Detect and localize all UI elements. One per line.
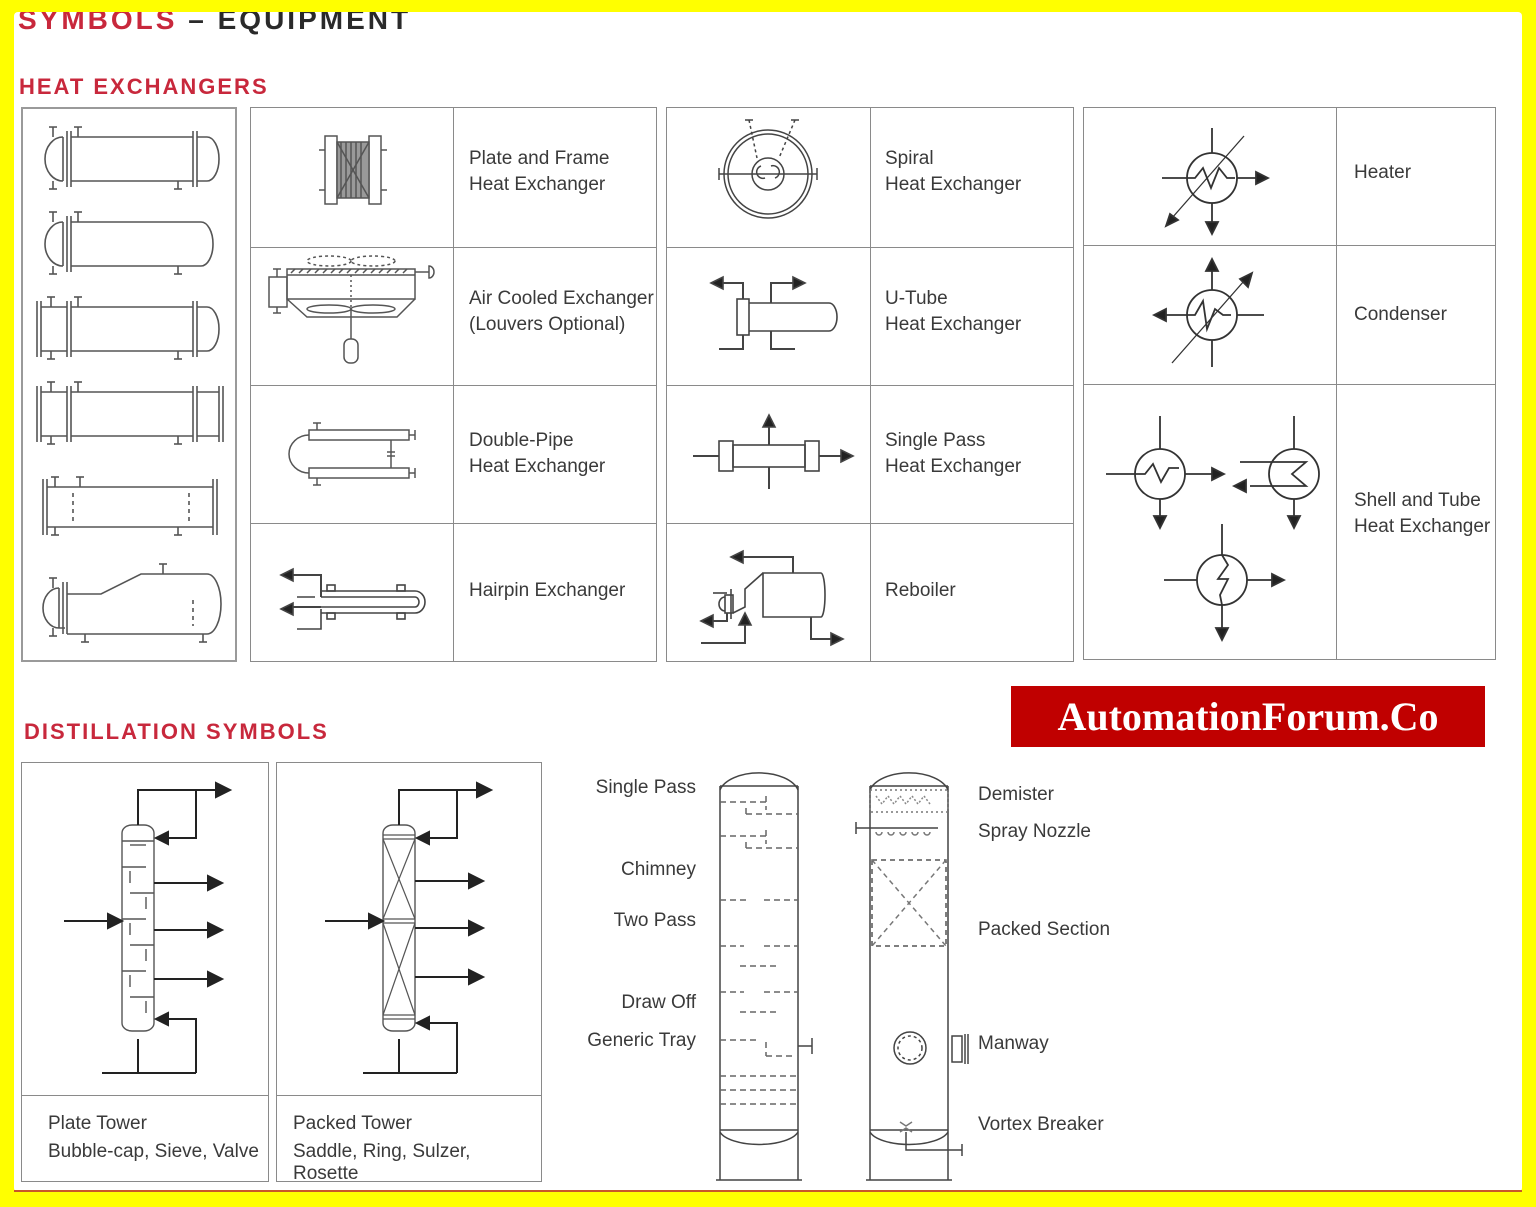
heat-exchanger-grid-b: Spiral Heat Exchanger U-Tube Heat Exchan…: [666, 107, 1074, 662]
tray-label-two-pass: Two Pass: [613, 910, 696, 931]
tray-label-single-pass: Single Pass: [595, 777, 696, 798]
u-tube-exchanger-icon: [709, 275, 838, 350]
hairpin-label: Hairpin Exchanger: [469, 580, 626, 601]
spiral-label: Spiral Heat Exchanger: [885, 148, 1022, 195]
u-tube-label: U-Tube Heat Exchanger: [885, 288, 1022, 335]
heat-exchanger-grid-c: Heater Condenser Shell and Tube Heat Exc…: [1083, 107, 1496, 660]
title-suffix: EQUIPMENT: [217, 12, 412, 35]
heat-exchanger-grid-a: Plate and Frame Heat Exchanger Air Coole…: [250, 107, 657, 662]
shell-tube-variants-icon: [36, 126, 224, 643]
plate-tower-panel: Plate Tower Bubble-cap, Sieve, Valve: [21, 762, 269, 1182]
reboiler-label: Reboiler: [885, 580, 956, 601]
symbol-sheet: SYMBOLS – EQUIPMENT HEAT EXCHANGERS: [14, 12, 1522, 1192]
column-internals-icon: [855, 772, 969, 1181]
air-cooled-exchanger-icon: [268, 255, 435, 364]
internals-label-manway: Manway: [978, 1033, 1049, 1054]
tray-label-chimney: Chimney: [621, 859, 696, 880]
page-title: SYMBOLS – EQUIPMENT: [18, 12, 411, 36]
title-dash: –: [177, 12, 218, 35]
condenser-label: Condenser: [1354, 304, 1447, 325]
packed-tower-icon: [325, 781, 494, 1074]
internals-label-vortex-breaker: Vortex Breaker: [978, 1114, 1104, 1135]
internals-label-demister: Demister: [978, 784, 1055, 805]
tray-column-icon: [716, 772, 813, 1181]
brand-watermark: AutomationForum.Co: [1011, 686, 1485, 747]
reboiler-icon: [699, 549, 845, 647]
plate-frame-exchanger-icon: [319, 135, 387, 205]
condenser-icon: [1151, 256, 1264, 367]
double-pipe-label: Double-Pipe Heat Exchanger: [469, 430, 606, 477]
spiral-exchanger-icon: [718, 119, 818, 219]
hairpin-exchanger-icon: [279, 567, 426, 630]
shell-tube-exchanger-icon: [1106, 416, 1320, 643]
air-cooled-label: Air Cooled Exchanger (Louvers Optional): [469, 288, 654, 335]
packed-tower-name: Packed Tower: [293, 1113, 412, 1134]
heater-label: Heater: [1354, 162, 1412, 183]
bottom-rule: [14, 1190, 1522, 1192]
title-prefix: SYMBOLS: [18, 12, 178, 35]
packed-tower-panel: Packed Tower Saddle, Ring, Sulzer, Roset…: [276, 762, 542, 1184]
distillation-heading: DISTILLATION SYMBOLS: [24, 719, 329, 744]
shell-tube-label: Shell and Tube Heat Exchanger: [1354, 490, 1491, 537]
internals-label-spray-nozzle: Spray Nozzle: [978, 821, 1091, 842]
internals-label-packed-section: Packed Section: [978, 919, 1111, 940]
heater-icon: [1162, 128, 1271, 237]
single-pass-label: Single Pass Heat Exchanger: [885, 430, 1022, 477]
double-pipe-exchanger-icon: [288, 422, 416, 486]
shell-tube-variants-panel: [21, 107, 237, 662]
plate-tower-icon: [64, 781, 233, 1074]
plate-tower-name: Plate Tower: [48, 1113, 147, 1134]
plate-frame-label: Plate and Frame Heat Exchanger: [469, 148, 610, 195]
single-pass-exchanger-icon: [693, 413, 855, 489]
heat-exchangers-heading: HEAT EXCHANGERS: [19, 74, 269, 99]
plate-tower-subtitle: Bubble-cap, Sieve, Valve: [48, 1141, 259, 1162]
tray-label-draw-off: Draw Off: [621, 992, 696, 1013]
tray-label-generic-tray: Generic Tray: [587, 1030, 696, 1051]
packed-tower-subtitle: Saddle, Ring, Sulzer, Rosette: [293, 1141, 471, 1184]
